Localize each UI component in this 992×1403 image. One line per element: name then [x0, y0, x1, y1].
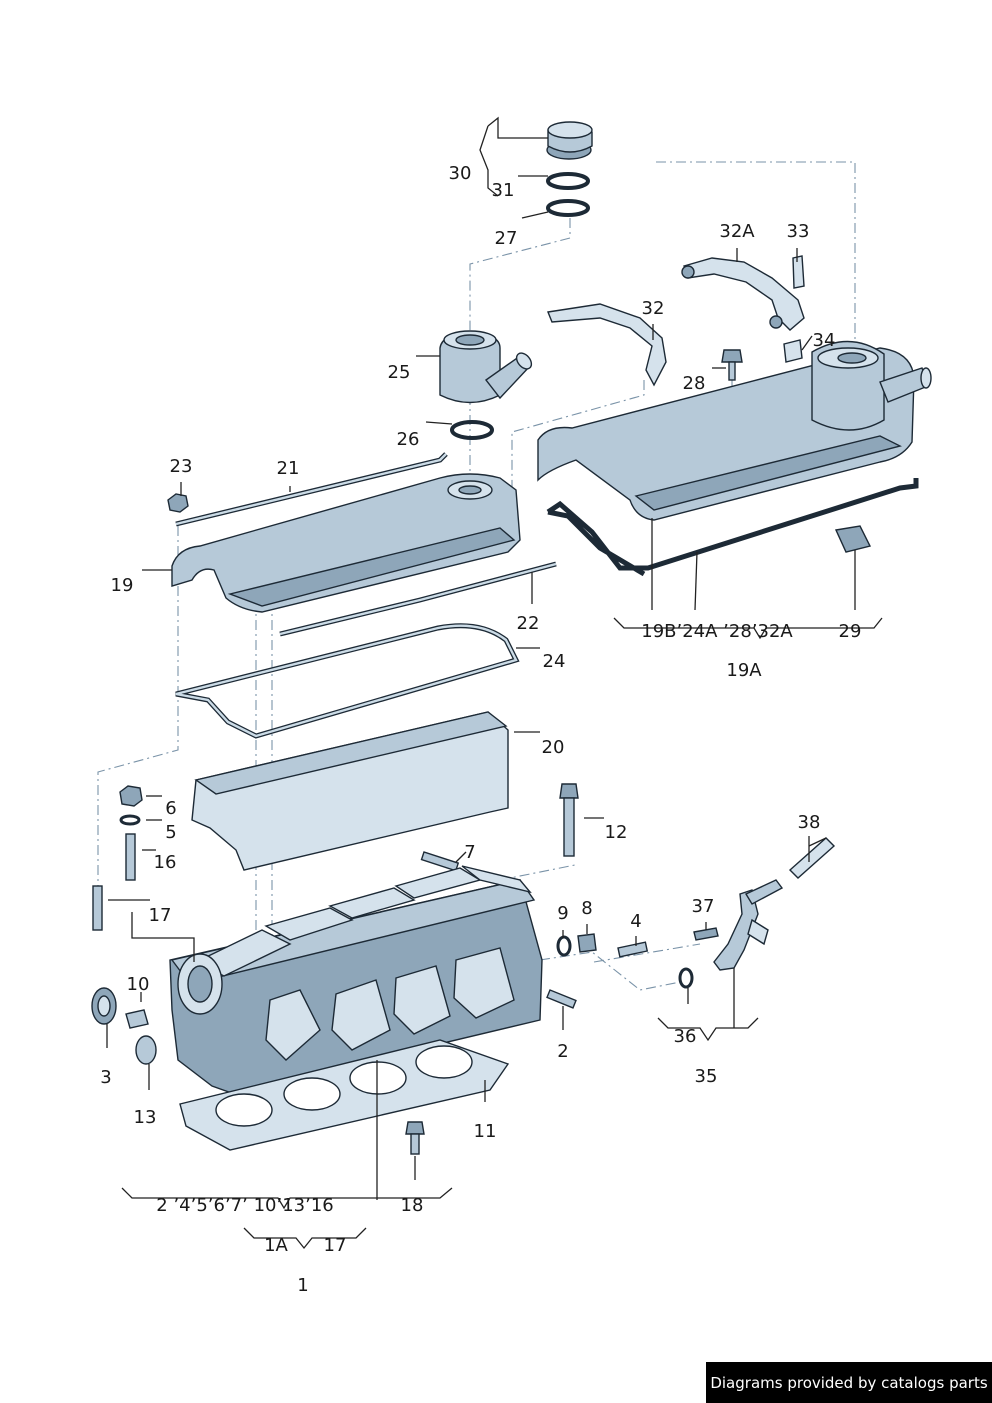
plug-8: [577, 933, 597, 953]
callout-18: 18: [401, 1195, 424, 1216]
callout-36: 36: [674, 1026, 697, 1047]
sleeve-4: [617, 941, 649, 958]
callout-29: 29: [839, 621, 862, 642]
clip-33: [792, 255, 805, 289]
callout-9: 9: [557, 903, 568, 924]
leader-lines: [106, 116, 883, 1250]
callout-8: 8: [581, 898, 592, 919]
callout-37: 37: [692, 896, 715, 917]
bolt-37: [693, 927, 719, 941]
callout-17-group: 17: [324, 1235, 347, 1256]
callout-31: 31: [492, 180, 515, 201]
callout-13: 13: [134, 1107, 157, 1128]
bolt-28: [721, 349, 743, 381]
gasket-21-inner: [175, 453, 447, 526]
callout-38: 38: [798, 812, 821, 833]
callout-11: 11: [474, 1121, 497, 1142]
callout-6: 6: [165, 798, 176, 819]
nut-23: [167, 493, 189, 513]
plug-10: [125, 1009, 149, 1029]
stud-16: [125, 833, 136, 881]
gasket-24-inner: [175, 624, 518, 738]
callout-12: 12: [605, 822, 628, 843]
valve-cover-right: [537, 340, 932, 521]
callout-1A: 1A: [264, 1235, 288, 1256]
nut-6: [119, 785, 143, 807]
group-label-19A: 19B’24A ’28’32A: [641, 621, 793, 642]
credit-banner: Diagrams provided by catalogs parts: [706, 1362, 992, 1403]
seal-36: [678, 967, 694, 989]
cap-seal-ring: [546, 172, 590, 190]
callout-labels: 1 1A 17 2 3 4 5 6 7 8 9 10 11 12 13 16 1…: [100, 163, 861, 1296]
hose-38: [788, 837, 836, 879]
clip-34: [783, 339, 803, 363]
bracket-left: [547, 303, 667, 387]
gasket-22-inner: [279, 562, 557, 636]
stud-7: [420, 851, 460, 872]
alignment-lines: [97, 161, 856, 991]
callout-20: 20: [542, 737, 565, 758]
callout-21: 21: [277, 458, 300, 479]
callout-26: 26: [397, 429, 420, 450]
callout-35: 35: [695, 1066, 718, 1087]
group-label-1: 2 ’4’5’6’7’ 10’13’16: [156, 1195, 333, 1216]
filler-seal-ring: [546, 199, 590, 217]
callout-7: 7: [464, 842, 475, 863]
callout-1: 1: [297, 1275, 308, 1296]
callout-2: 2: [557, 1041, 568, 1062]
callout-19: 19: [111, 575, 134, 596]
breather-valve: [439, 330, 533, 404]
callout-5: 5: [165, 822, 176, 843]
seal-9: [556, 935, 572, 957]
baffle-plate-20: [191, 711, 509, 871]
breather-gasket: [450, 420, 494, 440]
callout-25: 25: [388, 362, 411, 383]
callout-10: 10: [127, 974, 150, 995]
callout-34: 34: [813, 330, 836, 351]
callout-24: 24: [543, 651, 566, 672]
callout-19A: 19A: [726, 660, 762, 681]
callout-28: 28: [683, 373, 706, 394]
gasket-19B: [546, 478, 919, 577]
callout-17: 17: [149, 905, 172, 926]
callout-3: 3: [100, 1067, 111, 1088]
washer-5: [119, 814, 141, 826]
callout-33: 33: [787, 221, 810, 242]
cap-13: [135, 1035, 157, 1065]
seal-3: [91, 987, 117, 1025]
callout-23: 23: [170, 456, 193, 477]
callout-32: 32: [642, 298, 665, 319]
stud-2: [546, 989, 577, 1009]
callout-27: 27: [495, 228, 518, 249]
callout-30: 30: [449, 163, 472, 184]
head-gasket-11: [179, 1039, 510, 1151]
coolant-pipe-35: [713, 879, 784, 971]
valve-18: [405, 1121, 425, 1155]
valve-cover-left: [171, 473, 521, 613]
oil-filler-cap: [546, 121, 593, 160]
credit-text: Diagrams provided by catalogs parts: [710, 1373, 988, 1392]
callout-4: 4: [630, 911, 641, 932]
head-bolt-12: [559, 783, 579, 857]
callout-16: 16: [154, 852, 177, 873]
clip-29: [834, 525, 872, 553]
bracket-right: [681, 257, 805, 331]
stud-17: [92, 885, 103, 931]
callout-32A: 32A: [719, 221, 755, 242]
callout-22: 22: [517, 613, 540, 634]
